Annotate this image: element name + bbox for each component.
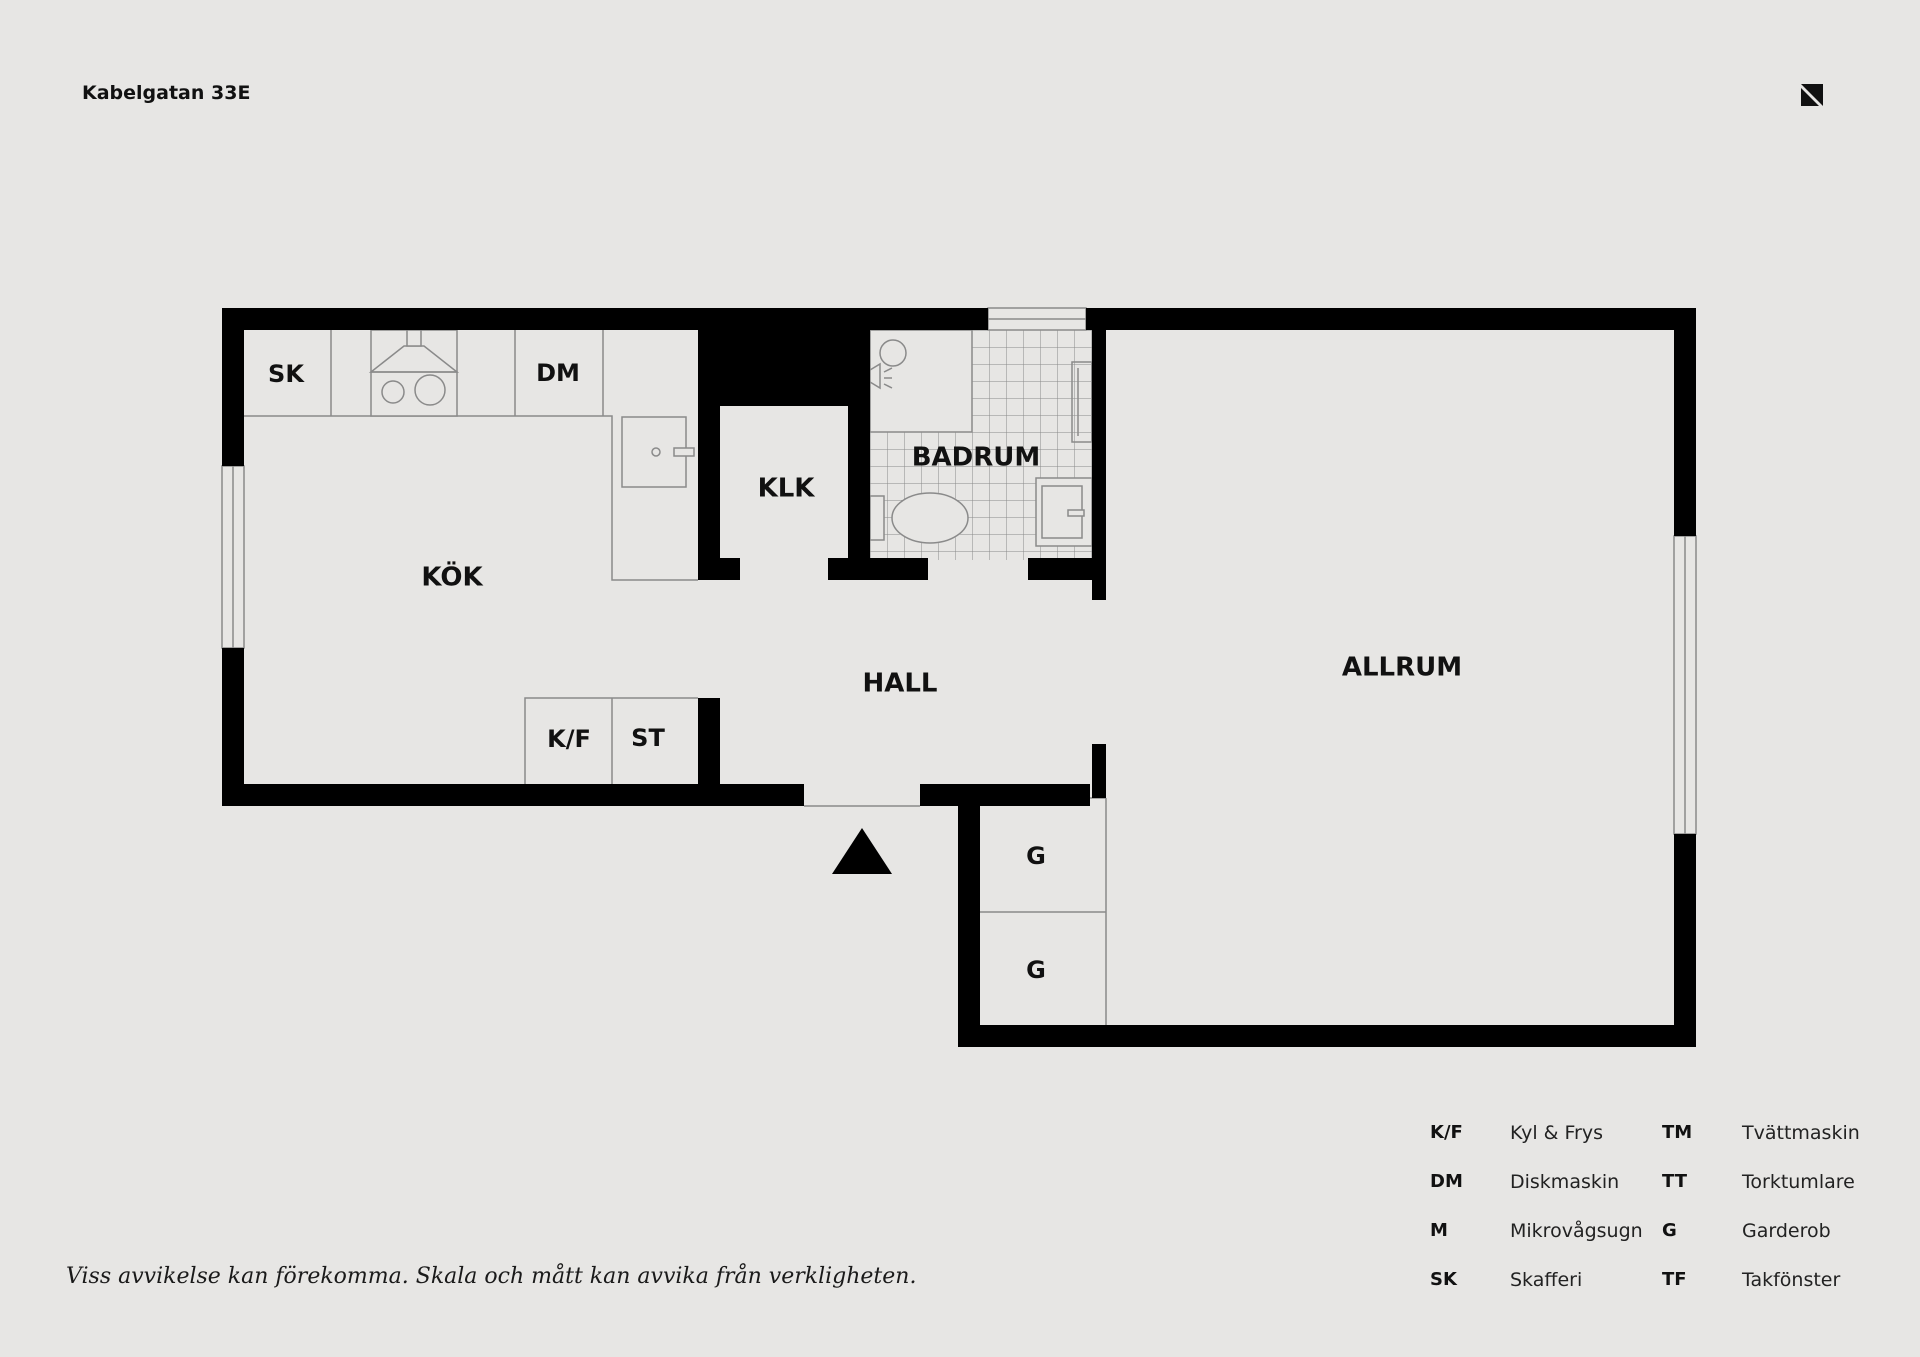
room-label-bathroom: BADRUM	[912, 443, 1041, 473]
legend-abbr: M	[1430, 1220, 1448, 1241]
shower-head-icon	[869, 362, 893, 390]
fridge-storage-cabinets	[524, 697, 698, 785]
legend-label: Kyl & Frys	[1510, 1122, 1603, 1144]
bathroom-sink-icon	[1035, 477, 1093, 547]
kitchen-sink-icon	[621, 416, 695, 488]
legend-abbr: TM	[1662, 1122, 1693, 1143]
legend-abbr: DM	[1430, 1171, 1463, 1192]
legend-abbr: K/F	[1430, 1122, 1463, 1143]
walls	[222, 308, 1696, 1047]
fixture-label-dishwasher: DM	[536, 359, 580, 387]
window-bathroom	[987, 307, 1087, 331]
legend-label: Torktumlare	[1742, 1171, 1855, 1193]
shower-area	[869, 329, 973, 433]
abbreviation-legend: K/F Kyl & Frys DM Diskmaskin M Mikrovågs…	[1430, 1122, 1910, 1302]
disclaimer: Viss avvikelse kan förekomma. Skala och …	[66, 1264, 917, 1289]
legend-label: Takfönster	[1742, 1269, 1841, 1291]
legend-abbr: G	[1662, 1220, 1677, 1241]
legend-label: Tvättmaskin	[1742, 1122, 1860, 1144]
room-label-living-room: ALLRUM	[1342, 653, 1462, 683]
legend-label: Garderob	[1742, 1220, 1831, 1242]
legend-label: Skafferi	[1510, 1269, 1583, 1291]
legend-label: Mikrovågsugn	[1510, 1220, 1643, 1242]
legend-abbr: SK	[1430, 1269, 1457, 1290]
fixture-label-fridge-freezer: K/F	[547, 725, 591, 753]
room-label-kitchen: KÖK	[421, 560, 483, 593]
legend-abbr: TF	[1662, 1269, 1687, 1290]
fixture-label-wardrobe-2: G	[1026, 956, 1046, 984]
window-kitchen	[221, 465, 245, 649]
property-address: Kabelgatan 33E	[82, 82, 251, 104]
toilet-icon	[869, 492, 969, 544]
legend-label: Diskmaskin	[1510, 1171, 1620, 1193]
window-living-room	[1673, 535, 1697, 835]
fixture-label-storage: ST	[631, 724, 665, 752]
room-label-hall: HALL	[862, 669, 937, 699]
wardrobe-cabinets	[980, 797, 1107, 1025]
shower-drain-icon	[879, 339, 907, 367]
stove-icon	[368, 329, 460, 417]
entrance-arrow-icon	[832, 828, 892, 874]
fixture-label-wardrobe-1: G	[1026, 842, 1046, 870]
fixture-label-pantry: SK	[268, 360, 305, 388]
legend-abbr: TT	[1662, 1171, 1687, 1192]
room-label-closet: KLK	[758, 474, 816, 504]
brand-mark-icon	[1801, 84, 1823, 106]
